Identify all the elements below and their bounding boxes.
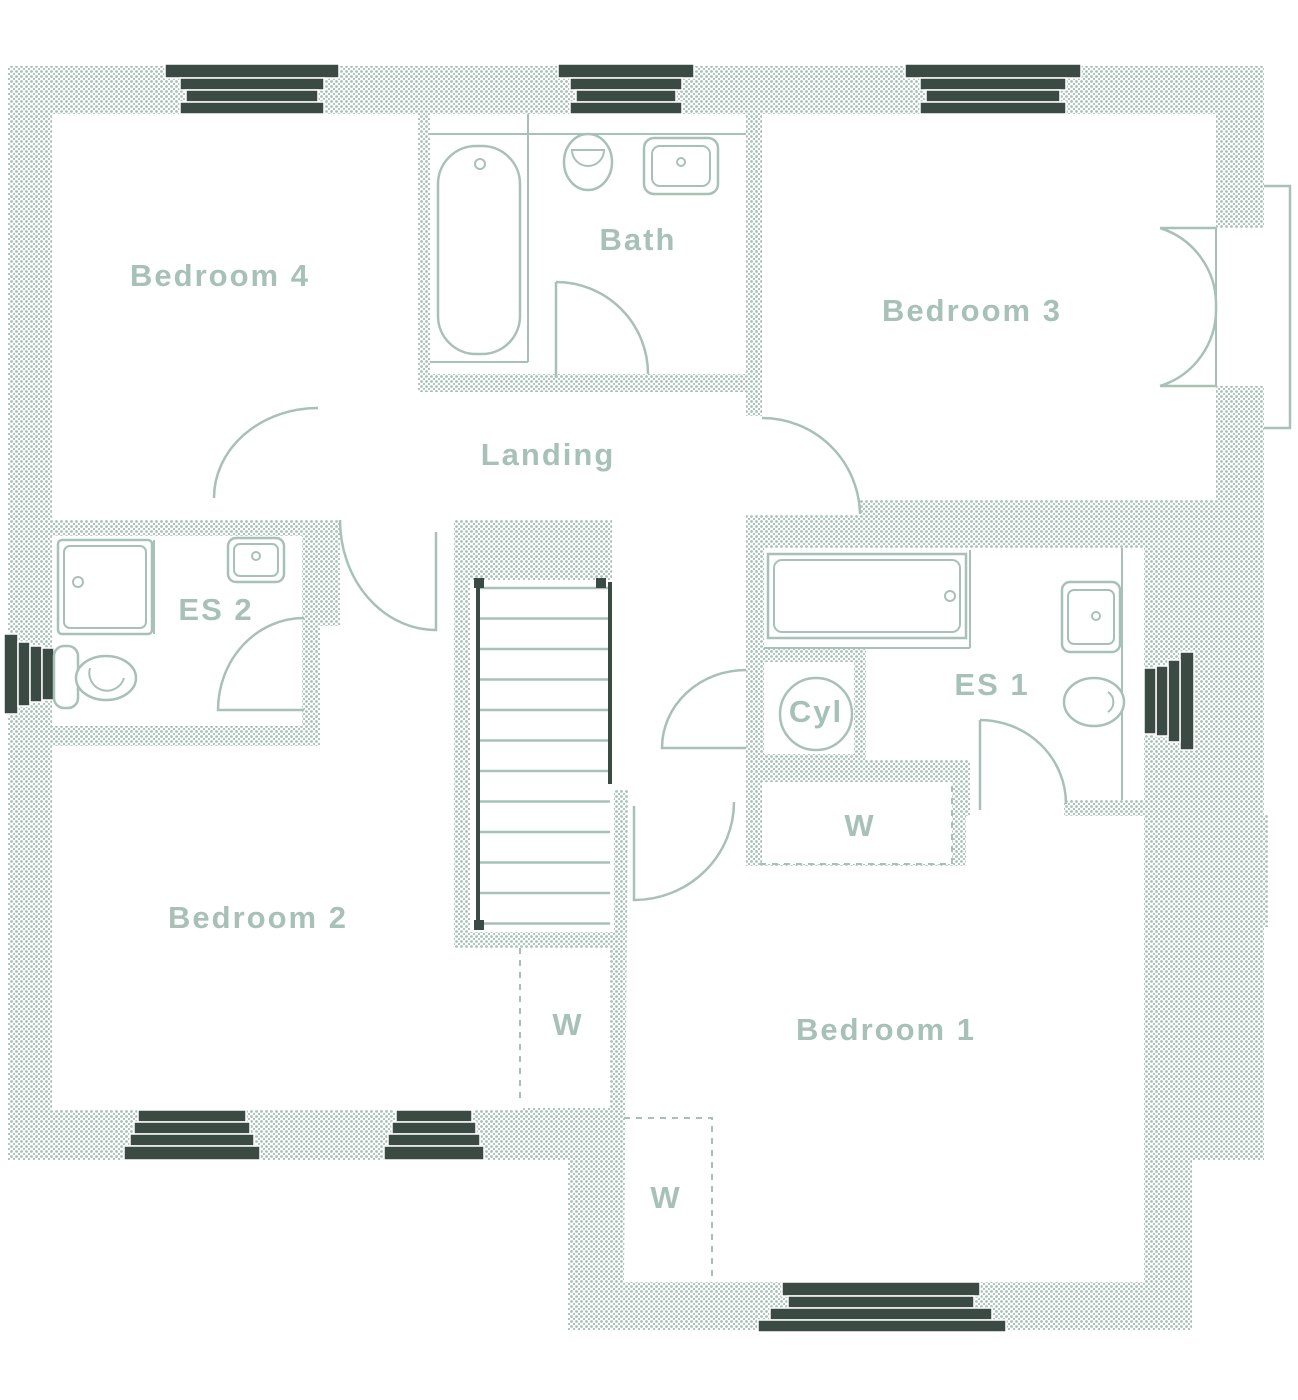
label-es-2: ES 2 — [178, 592, 253, 627]
label-wardrobe-bedroom1: W — [650, 1180, 681, 1215]
label-bedroom-1: Bedroom 1 — [796, 1012, 976, 1047]
label-bedroom-3: Bedroom 3 — [882, 293, 1062, 328]
window-bedroom1 — [757, 1281, 1007, 1333]
window-bedroom2-right — [383, 1109, 485, 1161]
windows — [3, 63, 1195, 1333]
label-landing: Landing — [481, 437, 616, 472]
label-wardrobe-es1: W — [844, 808, 875, 843]
window-bedroom2-left — [123, 1109, 261, 1161]
staircase — [470, 578, 614, 932]
label-bath: Bath — [600, 222, 677, 257]
label-cylinder: Cyl — [789, 694, 843, 729]
window-bedroom4 — [164, 63, 340, 115]
label-es-1: ES 1 — [954, 667, 1029, 702]
window-bath — [557, 63, 695, 115]
doors — [212, 280, 1068, 902]
label-wardrobe-bedroom2: W — [552, 1007, 583, 1042]
wardrobe-outlines — [519, 780, 953, 1280]
label-bedroom-2: Bedroom 2 — [168, 900, 348, 935]
es1-fixtures — [764, 548, 1126, 800]
window-bedroom3 — [904, 63, 1082, 115]
window-es2 — [3, 633, 55, 715]
es2-fixtures — [52, 536, 286, 710]
window-es1 — [1143, 651, 1195, 751]
bedroom3-french-doors — [1159, 184, 1292, 430]
room-labels: Bedroom 4 Bath Bedroom 3 Landing ES 2 ES… — [130, 222, 1062, 1215]
label-bedroom-4: Bedroom 4 — [130, 258, 310, 293]
bath-fixtures — [430, 114, 746, 363]
